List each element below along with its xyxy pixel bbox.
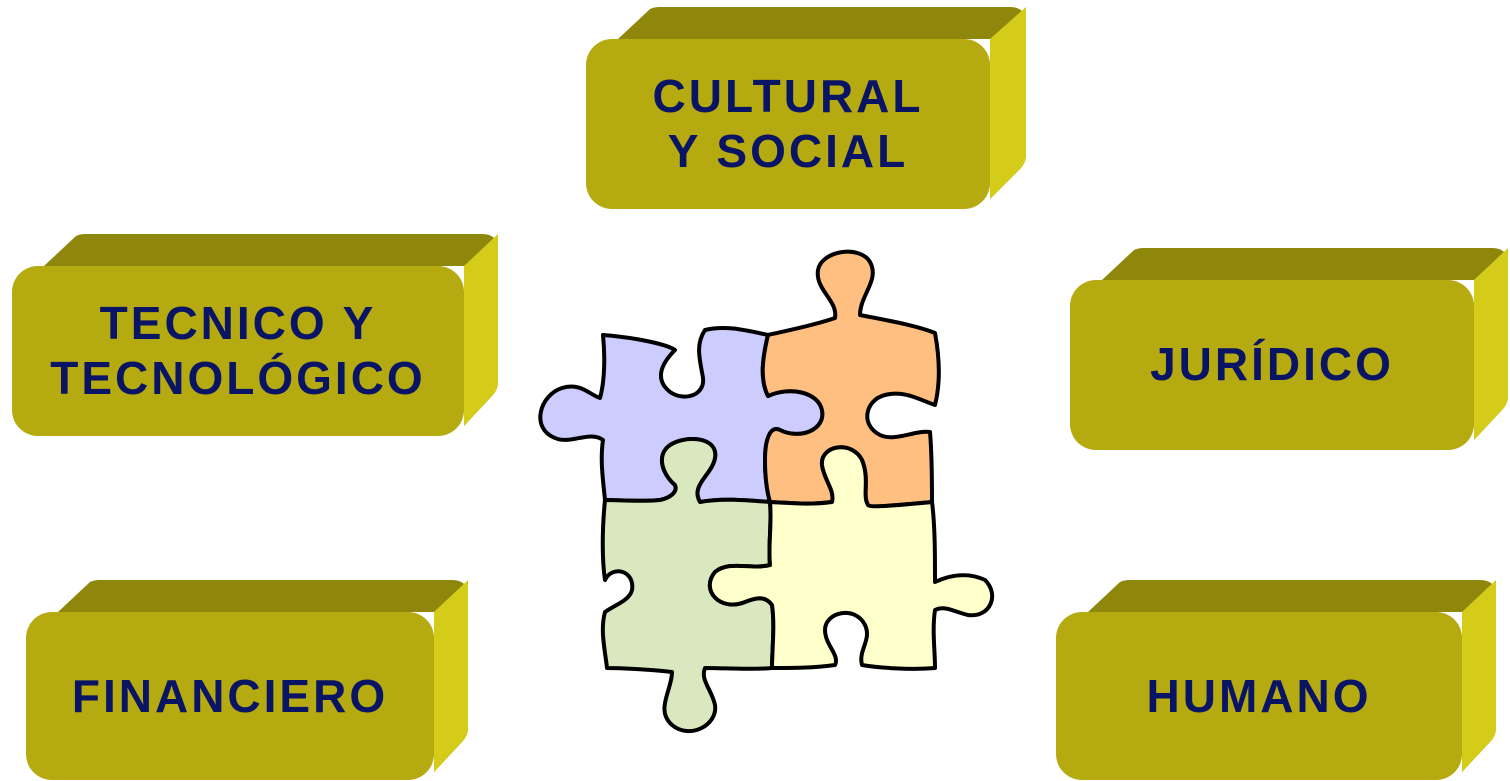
block-bevel	[12, 234, 498, 436]
block-bevel	[1056, 580, 1496, 780]
puzzle-illustration	[538, 249, 995, 733]
block-bevel	[586, 7, 1026, 209]
block-financiero: FINANCIERO	[24, 578, 472, 781]
block-juridico: JURÍDICO	[1068, 246, 1510, 452]
block-bevel	[26, 580, 468, 780]
orange-piece	[760, 249, 941, 509]
block-label: HUMANO	[1146, 670, 1372, 723]
yellow-piece	[707, 445, 995, 671]
block-label: FINANCIERO	[71, 670, 389, 723]
block-label: JURÍDICO	[1150, 338, 1394, 391]
block-bevel	[1070, 248, 1508, 450]
block-label: CULTURAL Y SOCIAL	[652, 69, 924, 177]
block-label: TECNICO Y TECNOLÓGICO	[50, 296, 426, 404]
block-humano: HUMANO	[1054, 578, 1500, 781]
block-cultural-social: CULTURAL Y SOCIAL	[584, 5, 1030, 211]
block-tecnico-tecnologico: TECNICO Y TECNOLÓGICO	[10, 232, 502, 438]
